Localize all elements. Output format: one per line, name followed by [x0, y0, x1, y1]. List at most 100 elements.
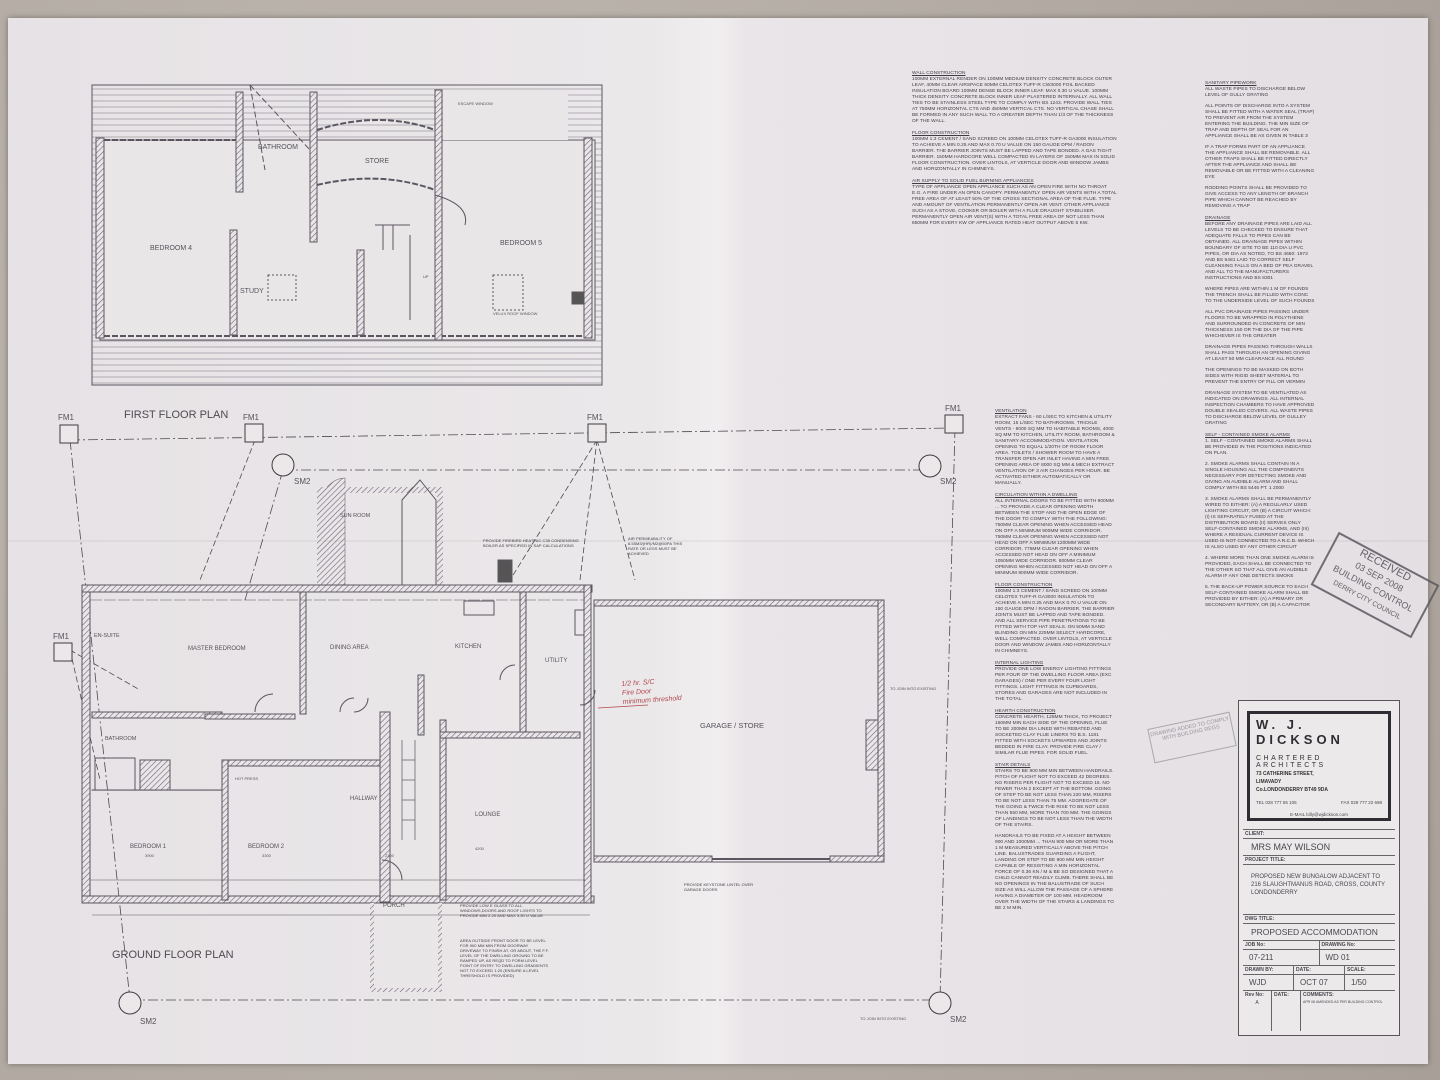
note-heading: AIR SUPPLY TO SOLID FUEL BURNING APPLIAN…: [912, 179, 1034, 184]
client-label: CLIENT:: [1243, 829, 1395, 838]
note-paragraph: PROVIDE ONE LOW ENERGY LIGHTING FITTINGS…: [995, 667, 1112, 702]
join-existing-label: TO JOIN INTO EXISTING: [890, 686, 936, 691]
floor-plan-drawing: BATHROOM STORE BEDROOM 4 BEDROOM 5 STUDY…: [53, 84, 967, 1026]
note-paragraph: ALL POINTS OF DISCHARGE INTO A SYSTEM SH…: [1205, 104, 1315, 139]
scale-value: 1/50: [1345, 974, 1395, 990]
room-label: BEDROOM 5: [500, 240, 542, 247]
room-label: LOUNGE: [475, 812, 500, 818]
grid-label-fm1: FM1: [58, 413, 75, 422]
room-label: UTILITY: [545, 658, 567, 664]
drawn-by-label: DRAWN BY:: [1245, 967, 1274, 973]
rev-date-label: DATE:: [1274, 992, 1289, 998]
dwg-title-value: PROPOSED ACCOMMODATION: [1243, 923, 1395, 940]
room-label: BEDROOM 1: [130, 844, 167, 850]
note-heading: FLOOR CONSTRUCTION: [912, 131, 970, 136]
rev-value: A: [1255, 1000, 1259, 1006]
room-label: BATHROOM: [105, 736, 137, 742]
grid-marker-labels: FM1 FM1 FM1 FM1 FM1 SM2 SM2 SM2 SM2: [53, 404, 967, 1026]
room-label: HALLWAY: [350, 796, 378, 802]
note-paragraph: 4. WHERE MORE THAN ONE SMOKE ALARM IS PR…: [1205, 556, 1314, 579]
ground-floor-plan: [81, 477, 885, 992]
note-paragraph: BEFORE ANY DRAINAGE PIPES ARE LAID ALL L…: [1205, 222, 1314, 281]
note-paragraph: 100MM 1:3 CEMENT / SAND SCREED ON 100MM …: [995, 589, 1115, 654]
note-paragraph: CONCRETE HEARTH, 125MM THICK, TO PROJECT…: [995, 715, 1112, 756]
room-label: STUDY: [240, 288, 264, 295]
dimension: 3900: [145, 853, 155, 858]
front-door-callout: AREA OUTSIDE FRONT DOOR TO BE LEVEL FOR …: [460, 938, 549, 978]
firm-name: W. J. DICKSON: [1256, 717, 1344, 747]
dwg-title-label: DWG TITLE:: [1243, 914, 1395, 923]
note-paragraph: ALL INTERNAL DOORS TO BE FITTED WITH 900…: [995, 499, 1114, 576]
note-heading: HEARTH CONSTRUCTION: [995, 709, 1056, 714]
note-paragraph: WHERE PIPES ARE WITHIN 1 M OF FOUNDS THE…: [1205, 287, 1315, 304]
note-paragraph: THE OPENINGS TO BE MASKED ON BOTH SIDES …: [1205, 368, 1305, 385]
email: E-MAIL billy@wjdickson.com: [1290, 812, 1348, 817]
drawing-sheet: BATHROOM STORE BEDROOM 4 BEDROOM 5 STUDY…: [8, 18, 1428, 1064]
client-value: MRS MAY WILSON: [1243, 838, 1395, 855]
rev-label: Rev No:: [1245, 992, 1264, 998]
handwritten-fire-door-note: 1/2 hr. S/C Fire Door minimum threshold: [621, 676, 682, 707]
note-heading: SANITARY PIPEWORK: [1205, 81, 1257, 86]
boiler-callout: PROVIDE FIREBIRD HEATPAC C35 CONDENSING …: [483, 538, 579, 548]
note-paragraph: DRAINAGE SYSTEM TO BE VENTILATED AS INDI…: [1205, 391, 1315, 426]
room-label: BEDROOM 4: [150, 245, 192, 252]
note-paragraph: ALL WASTE PIPES TO DISCHARGE BELOW LEVEL…: [1205, 87, 1306, 98]
note-paragraph: 100MM EXTERNAL RENDER ON 100MM MEDIUM DE…: [912, 77, 1114, 124]
ground-floor-plan-title: GROUND FLOOR PLAN: [112, 949, 234, 961]
title-block: W. J. DICKSON CHARTERED ARCHITECTS 73 CA…: [1238, 700, 1400, 1036]
note-paragraph: TYPE OF APPLIANCE OPEN APPLIANCE SUCH AS…: [912, 185, 1117, 226]
dimension: 4200: [475, 846, 485, 851]
grid-label-fm1: FM1: [587, 413, 604, 422]
grid-label-sm2: SM2: [294, 477, 311, 486]
fax: FAX 028 777 22 698: [1340, 800, 1382, 805]
note-heading: INTERNAL LIGHTING: [995, 661, 1044, 666]
firm-subtitle: CHARTERED ARCHITECTS: [1256, 755, 1326, 769]
project-label: PROJECT TITLE:: [1243, 855, 1395, 864]
room-label: EN-SUITE: [94, 633, 120, 639]
note-paragraph: DRAINAGE PIPES PASSING THROUGH WALLS SHA…: [1205, 345, 1313, 362]
note-heading: FLOOR CONSTRUCTION: [995, 583, 1053, 588]
grid-label-sm2: SM2: [950, 1015, 967, 1024]
note-paragraph: STAIRS TO BE 900 MM MIN BETWEEN HANDRAIL…: [995, 769, 1114, 828]
job-value: 07-211: [1243, 949, 1319, 965]
address-line: Co.LONDONDERRY BT49 9DA: [1256, 787, 1328, 793]
date-label: DATE:: [1296, 967, 1311, 973]
note-heading: DRAINAGE: [1205, 216, 1231, 221]
note-heading: WALL CONSTRUCTION: [912, 71, 966, 76]
grid-markers: [53, 414, 964, 1015]
join-existing-label: TO JOIN INTO EXISTING: [860, 1016, 906, 1021]
drawing-no-value: WD 01: [1319, 949, 1395, 965]
room-label: PORCH: [383, 903, 405, 909]
note-paragraph: 2. SMOKE ALARMS SHALL CONTAIN IN A SINGL…: [1205, 462, 1307, 491]
architect-logo: W. J. DICKSON CHARTERED ARCHITECTS 73 CA…: [1247, 711, 1391, 821]
note-paragraph: RODDING POINTS SHALL BE PROVIDED TO GIVE…: [1205, 186, 1309, 209]
grid-label-fm1: FM1: [53, 632, 70, 641]
room-label: GARAGE / STORE: [700, 721, 764, 730]
room-label: BATHROOM: [258, 144, 298, 151]
note-heading: SELF - CONTAINED SMOKE ALARMS: [1205, 433, 1291, 438]
first-floor-plan: [91, 84, 603, 386]
note-paragraph: ALL PVC DRAINAGE PIPES PASSING UNDER FLO…: [1205, 310, 1309, 339]
velux-label: VELUX ROOF WINDOW: [493, 311, 538, 316]
note-heading: STAIR DETAILS: [995, 763, 1031, 768]
room-label: KITCHEN: [455, 644, 481, 650]
note-heading: CIRCULATION WITHIN A DWELLING: [995, 493, 1078, 498]
note-paragraph: 5. THE BACK-UP POWER SOURCE TO EACH SELF…: [1205, 585, 1310, 608]
dimension: 2100: [385, 853, 395, 858]
ground-floor-labels: SUN ROOM EN-SUITE MASTER BEDROOM DINING …: [94, 513, 936, 1021]
first-floor-labels: BATHROOM STORE BEDROOM 4 BEDROOM 5 STUDY…: [124, 101, 542, 421]
grid-label-sm2: SM2: [940, 477, 957, 486]
rev-comment: APR 08 AMENDED AS PER BUILDING CONTROL: [1303, 1000, 1383, 1004]
room-label: SUN ROOM: [340, 513, 371, 519]
dimension: 3300: [262, 853, 272, 858]
grid-label-fm1: FM1: [243, 413, 260, 422]
red-arrow: [597, 704, 649, 709]
drawing-no-label: DRAWING No:: [1321, 942, 1356, 948]
telephone: TEL 028 777 65 105: [1256, 800, 1297, 805]
note-paragraph: 100MM 1:3 CEMENT / SAND SCREED ON 100MM …: [912, 137, 1117, 172]
escape-window-label: ESCAPE WINDOW: [458, 101, 493, 106]
address-line: 73 CATHERINE STREET,: [1256, 771, 1314, 777]
